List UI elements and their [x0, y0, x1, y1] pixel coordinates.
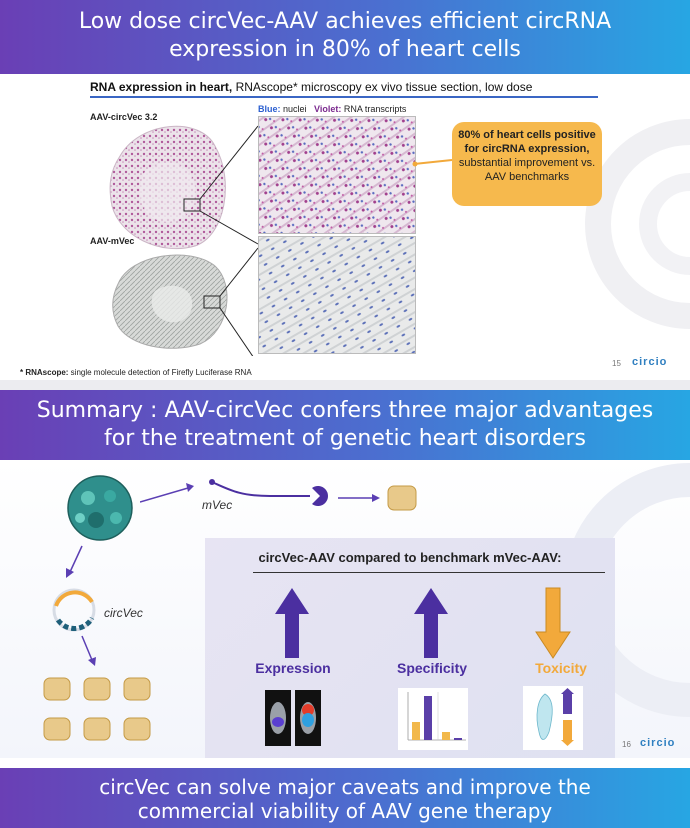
mvec-pathway	[140, 479, 417, 511]
sample-label-circvec: AAV-circVec 3.2	[90, 112, 158, 122]
mvec-label: mVec	[202, 498, 233, 512]
toxicity-chart-thumbnail	[523, 686, 583, 750]
circvec-label: circVec	[104, 606, 143, 620]
slide3-title-banner: circVec can solve major caveats and impr…	[0, 768, 690, 828]
toxicity-down-arrow	[535, 587, 571, 659]
legend-blue-key: Blue:	[258, 104, 281, 114]
rnascope-footnote: * RNAscope: single molecule detection of…	[20, 368, 252, 377]
specificity-chart-thumbnail	[398, 688, 468, 750]
comparison-title: circVec-AAV compared to benchmark mVec-A…	[258, 550, 562, 565]
slide2-title-line2: for the treatment of genetic heart disor…	[104, 426, 586, 451]
slide1-title-line1: Low dose circVec-AAV achieves efficient …	[78, 9, 612, 34]
slide2-title-line1: Summary : AAV-circVec confers three majo…	[36, 398, 654, 423]
specificity-up-arrow	[414, 588, 448, 658]
legend-violet-key: Violet:	[314, 104, 342, 114]
heart-section-mvec	[112, 254, 228, 349]
slide2-page-number: 16	[622, 740, 631, 749]
microscopy-mvec	[258, 236, 416, 354]
aav-capsid-icon	[67, 475, 133, 541]
slide1-heading: RNA expression in heart, RNAscope* micro…	[90, 80, 532, 94]
microscopy-circvec	[258, 116, 416, 234]
slide3-title-line2: commercial viability of AAV gene therapy	[137, 799, 553, 823]
comparison-rule	[253, 572, 605, 573]
callout-bold: 80% of heart cells positive for circRNA …	[458, 129, 596, 155]
footnote-rest: single molecule detection of Firefly Luc…	[68, 368, 252, 377]
slide1-title-banner: Low dose circVec-AAV achieves efficient …	[0, 0, 690, 74]
slide1-background-rings	[585, 119, 690, 329]
slide3-title-line1: circVec can solve major caveats and impr…	[99, 775, 591, 799]
slide1-body: RNA expression in heart, RNAscope* micro…	[0, 74, 690, 380]
protein-cluster-icon	[43, 677, 151, 741]
advantage-label-specificity: Specificity	[396, 660, 468, 676]
footnote-bold: * RNAscope:	[20, 368, 69, 377]
slide2-title-banner: Summary : AAV-circVec confers three majo…	[0, 390, 690, 460]
ribosome-icon	[312, 486, 328, 506]
aav-schematic	[43, 475, 151, 741]
heart-section-circvec	[109, 125, 226, 250]
callout-connector	[412, 159, 453, 167]
stain-legend: Blue: nuclei Violet: RNA transcripts	[258, 104, 406, 114]
legend-blue-text: nuclei	[280, 104, 307, 114]
slide1-heading-rule	[90, 96, 598, 98]
slide1-heading-rest: RNAscope* microscopy ex vivo tissue sect…	[232, 80, 533, 94]
result-callout: 80% of heart cells positive for circRNA …	[452, 122, 602, 206]
advantage-label-expression: Expression	[255, 660, 331, 676]
comparison-panel: circVec-AAV compared to benchmark mVec-A…	[205, 538, 615, 758]
circvec-ring-icon	[52, 588, 96, 632]
slide2-logo: circio	[640, 737, 676, 749]
slide1-title-line2: expression in 80% of heart cells	[169, 37, 521, 62]
imaging-thumbnail	[265, 690, 321, 746]
advantage-arrows	[275, 587, 571, 659]
callout-rest: substantial improvement vs. AAV benchmar…	[458, 157, 596, 183]
slide2-body: mVec circVec circVec-AAV compared to ben…	[0, 460, 690, 758]
slide1-heading-bold: RNA expression in heart,	[90, 80, 233, 94]
legend-violet-text: RNA transcripts	[341, 104, 407, 114]
slide-separator	[0, 380, 690, 390]
heart-sections-figure	[109, 125, 259, 356]
expression-up-arrow	[275, 588, 309, 658]
sample-label-mvec: AAV-mVec	[90, 236, 135, 246]
slide1-page-number: 15	[612, 359, 621, 368]
slide1-logo: circio	[632, 356, 668, 368]
protein-icon	[387, 485, 417, 511]
advantage-label-toxicity: Toxicity	[535, 660, 587, 676]
